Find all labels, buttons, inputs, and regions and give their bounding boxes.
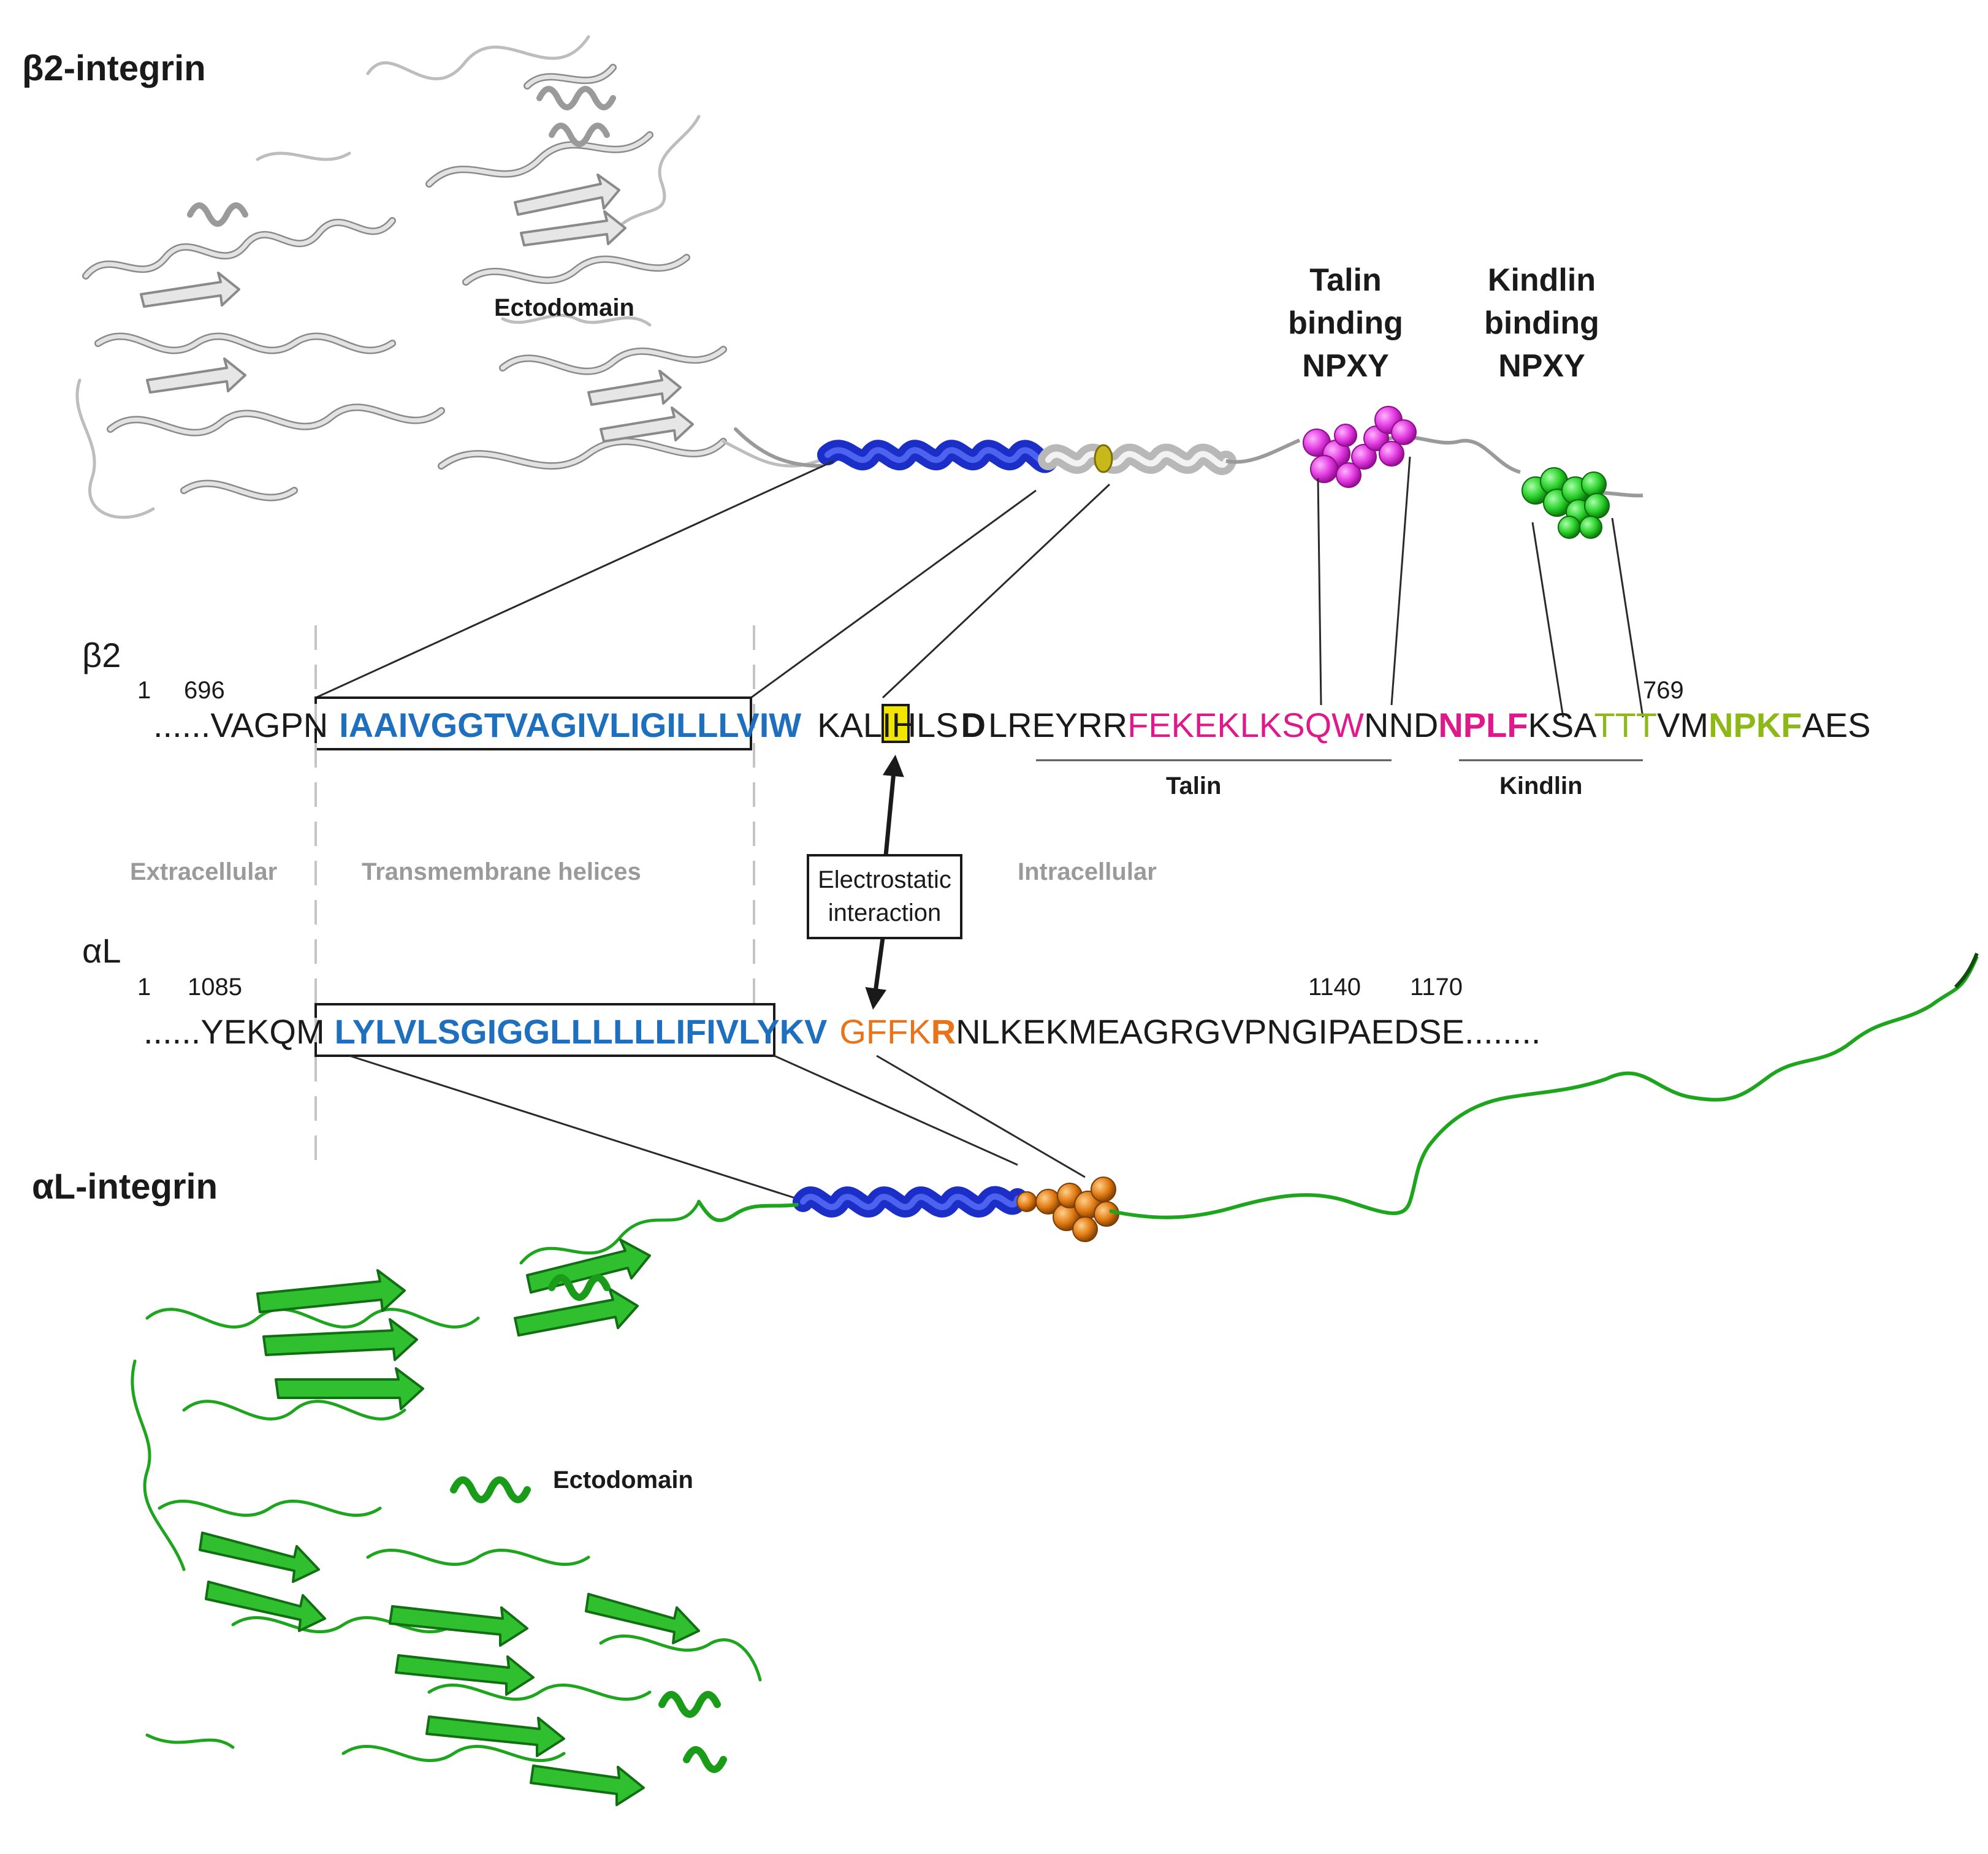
extracellular-label: Extracellular (130, 858, 278, 885)
electrostatic-arrow-up (882, 755, 904, 856)
intracellular-label: Intracellular (1018, 858, 1157, 885)
talin-binding-label: Talin binding NPXY (1287, 259, 1404, 387)
gffkr-spheres (1016, 1177, 1119, 1242)
alphaL-ectodomain-structure (131, 1200, 799, 1806)
beta2-seq-aes: AES (1802, 706, 1871, 744)
beta2-ectodomain-label: Ectodomain (494, 294, 634, 321)
alphaL-cytoplasmic-tail (1109, 955, 1979, 1219)
beta2-number-end: 769 (1643, 677, 1684, 704)
beta2-seq-post-tm: KALIHLS (817, 706, 959, 744)
electrostatic-arrow-down (865, 937, 887, 1010)
transmembrane-label: Transmembrane helices (362, 858, 641, 885)
talin-binding-line3: NPXY (1302, 348, 1389, 384)
beta2-ectodomain-structure (75, 35, 848, 519)
talin-region-label: Talin (1166, 772, 1222, 799)
alphaL-ectodomain-label: Ectodomain (553, 1467, 693, 1494)
beta2-seq-lreyrr: LREYRR (988, 706, 1128, 744)
electrostatic-line1: Electrostatic (818, 866, 951, 893)
key-residue-d-highlight (882, 704, 910, 743)
alphaL-number-start: 1 (137, 974, 151, 1001)
beta2-sequence: ......VAGPN IAAIVGGTVAGIVLIGILLLVIW KALIHL… (153, 705, 1871, 745)
kindlin-region-label: Kindlin (1499, 772, 1583, 799)
alphaL-seq-gffk: GFFK (839, 1012, 931, 1051)
beta2-tm-helix (817, 440, 1059, 473)
kindlin-binding-line3: NPXY (1498, 348, 1585, 384)
kindlin-binding-line1: Kindlin (1487, 262, 1596, 298)
beta2-seq-ksa: KSA (1528, 706, 1594, 744)
beta2-seq-talin-region: FEKEKLKSQW (1127, 706, 1364, 744)
talin-npxy-spheres (1303, 406, 1417, 488)
talin-binding-line2: binding (1288, 305, 1403, 341)
alphaL-seq-pre: ......YEKQM (143, 1012, 325, 1051)
beta2-connector-lines (315, 456, 1644, 718)
beta2-chain-label: β2 (82, 636, 121, 674)
alphaL-seq-tail: NLKEKMEAGRGVPNGIPAEDSE........ (956, 1012, 1541, 1051)
alphaL-seq-key-r: R (931, 1012, 956, 1051)
electrostatic-line2: interaction (828, 899, 942, 926)
talin-binding-line1: Talin (1309, 262, 1382, 298)
beta2-seq-pre: ......VAGPN (153, 706, 329, 744)
electrostatic-box (807, 854, 962, 939)
beta2-seq-key-d: D (961, 706, 986, 744)
beta2-seq-kindlin-motif: NPKF (1708, 706, 1802, 744)
alphaL-number-tm-start: 1085 (188, 974, 242, 1001)
alphaL-seq-tm: LYLVLSGIGGLLLLLLIFIVLYKV (334, 1012, 828, 1051)
beta2-seq-kindlin-region: TTT (1594, 706, 1658, 744)
alphaL-integrin-title: αL-integrin (32, 1167, 218, 1207)
kindlin-binding-label: Kindlin binding NPXY (1474, 259, 1609, 387)
beta2-number-tm-start: 696 (184, 677, 225, 704)
alphaL-tm-helix (793, 1186, 1028, 1218)
kindlin-npxy-spheres (1521, 467, 1610, 539)
beta2-seq-nnd: NND (1364, 706, 1439, 744)
alphaL-chain-label: αL (82, 931, 121, 970)
alphaL-connector-lines (349, 1055, 1086, 1200)
alphaL-number-mid: 1140 (1308, 974, 1362, 1001)
electrostatic-interaction-label: Electrostatic interaction (808, 863, 961, 929)
beta2-seq-vm: VM (1657, 706, 1709, 744)
membrane-dashed-lines (314, 625, 755, 1165)
kindlin-binding-line2: binding (1484, 305, 1599, 341)
alphaL-number-end: 1170 (1410, 974, 1463, 1001)
beta2-number-start: 1 (137, 677, 151, 704)
beta2-integrin-title: β2-integrin (22, 48, 206, 88)
beta2-seq-tm: IAAIVGGTVAGIVLIGILLLVIW (339, 706, 802, 744)
beta2-seq-talin-motif: NPLF (1438, 706, 1528, 744)
